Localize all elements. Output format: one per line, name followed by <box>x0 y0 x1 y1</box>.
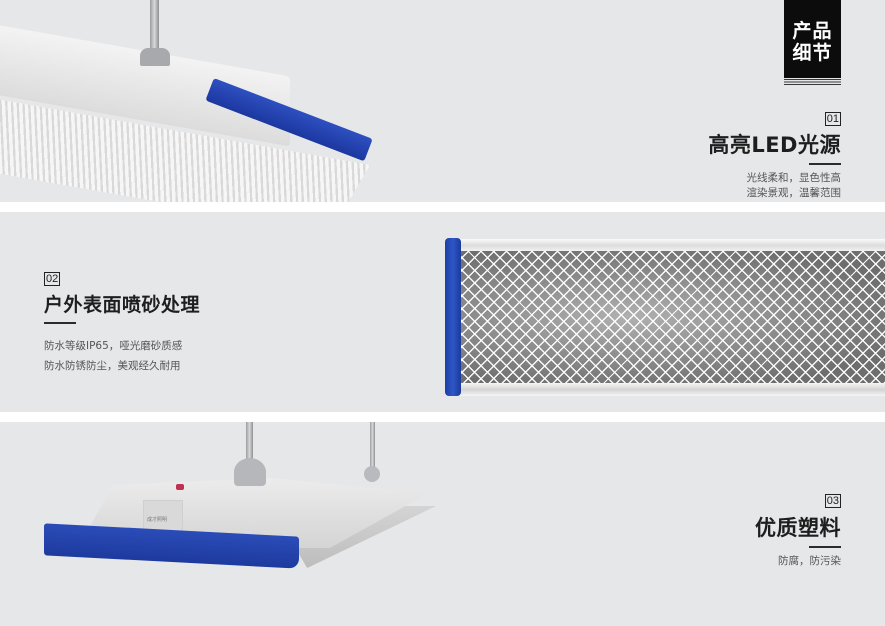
suspension-rod <box>370 422 375 470</box>
feature-text-1: 01 高亮LED光源 光线柔和，显色性高 渲染景观，温馨范围 <box>708 107 841 201</box>
feature-desc: 渲染景观，温馨范围 <box>746 187 842 199</box>
suspension-rod <box>246 422 253 462</box>
feature-desc: 光线柔和，显色性高 <box>746 172 842 184</box>
feature-number: 03 <box>824 494 841 508</box>
feature-title: 户外表面喷砂处理 <box>44 294 201 316</box>
lamp-diffuser-grid <box>459 251 885 383</box>
feature-desc: 防腐，防污染 <box>778 555 841 567</box>
rod-mount <box>364 466 380 482</box>
lamp-panel-closeup <box>445 238 885 396</box>
feature-title: 优质塑料 <box>755 516 841 540</box>
tag-stripes <box>784 79 841 87</box>
feature-text-2: 02 户外表面喷砂处理 防水等级IP65，哑光磨砂质感 防水防锈防尘，美观经久耐… <box>44 267 200 376</box>
suspension-rod <box>150 0 159 52</box>
feature-desc: 防水防锈防尘，美观经久耐用 <box>44 360 181 372</box>
title-underline <box>809 546 841 548</box>
feature-panel-led-source: 产品 细节 01 高亮LED光源 光线柔和，显色性高 渲染景观，温馨范围 <box>0 0 885 202</box>
feature-text-3: 03 优质塑料 防腐，防污染 <box>755 489 841 569</box>
feature-panel-surface-treatment: 02 户外表面喷砂处理 防水等级IP65，哑光磨砂质感 防水防锈防尘，美观经久耐… <box>0 212 885 412</box>
feature-number: 02 <box>44 272 61 286</box>
title-underline <box>44 322 76 324</box>
feature-number: 01 <box>824 112 841 126</box>
rod-mount <box>140 48 170 66</box>
feature-title: 高亮LED光源 <box>708 133 841 157</box>
indicator-cap <box>176 484 184 490</box>
lamp-blue-endcap <box>445 238 461 396</box>
rod-mount <box>234 458 266 486</box>
feature-panel-plastic: 成才照明 03 优质塑料 防腐，防污染 <box>0 422 885 626</box>
feature-desc: 防水等级IP65，哑光磨砂质感 <box>44 340 183 352</box>
section-tag: 产品 细节 <box>784 0 841 78</box>
title-underline <box>809 163 841 165</box>
